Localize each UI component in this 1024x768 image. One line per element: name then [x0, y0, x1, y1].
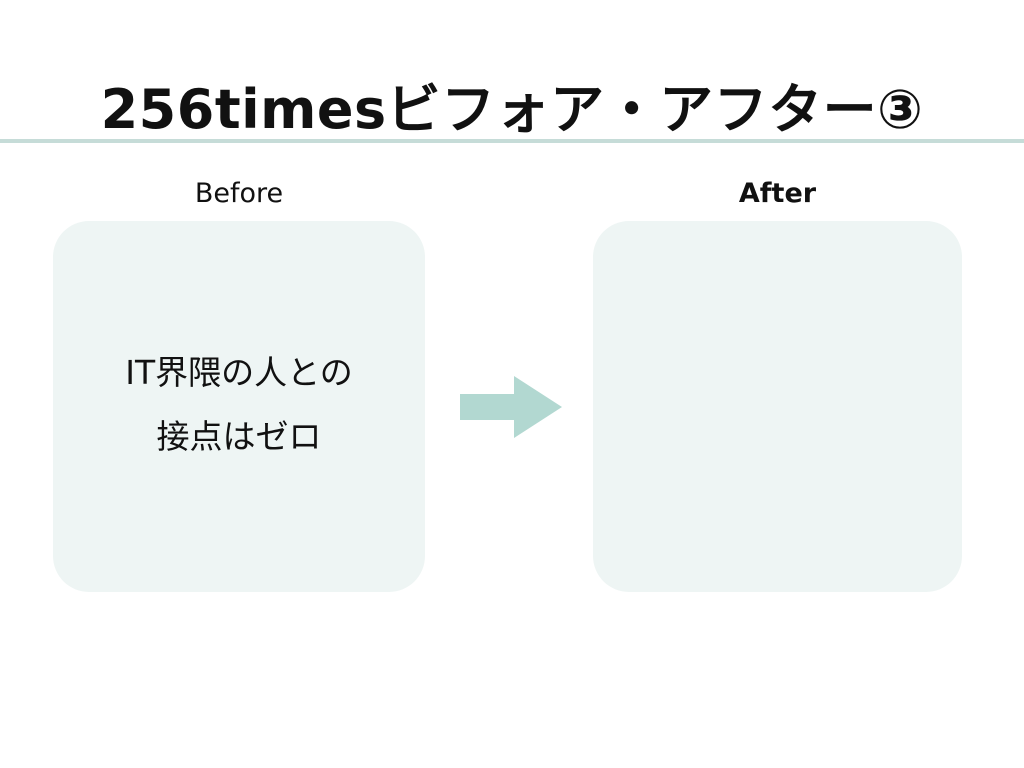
- arrow-right-icon: [460, 376, 562, 438]
- before-label: Before: [194, 178, 284, 209]
- after-label: After: [738, 178, 817, 209]
- after-panel: [593, 221, 962, 592]
- before-panel-line-2: 接点はゼロ: [156, 417, 322, 456]
- arrow-right-shape: [460, 376, 562, 438]
- title-divider: [0, 139, 1024, 143]
- before-panel-line-1: IT界隈の人との: [125, 353, 353, 392]
- slide-title: 256timesビフォア・アフター③: [100, 78, 924, 142]
- before-panel: IT界隈の人との 接点はゼロ: [53, 221, 425, 592]
- before-panel-text: IT界隈の人との 接点はゼロ: [53, 341, 425, 469]
